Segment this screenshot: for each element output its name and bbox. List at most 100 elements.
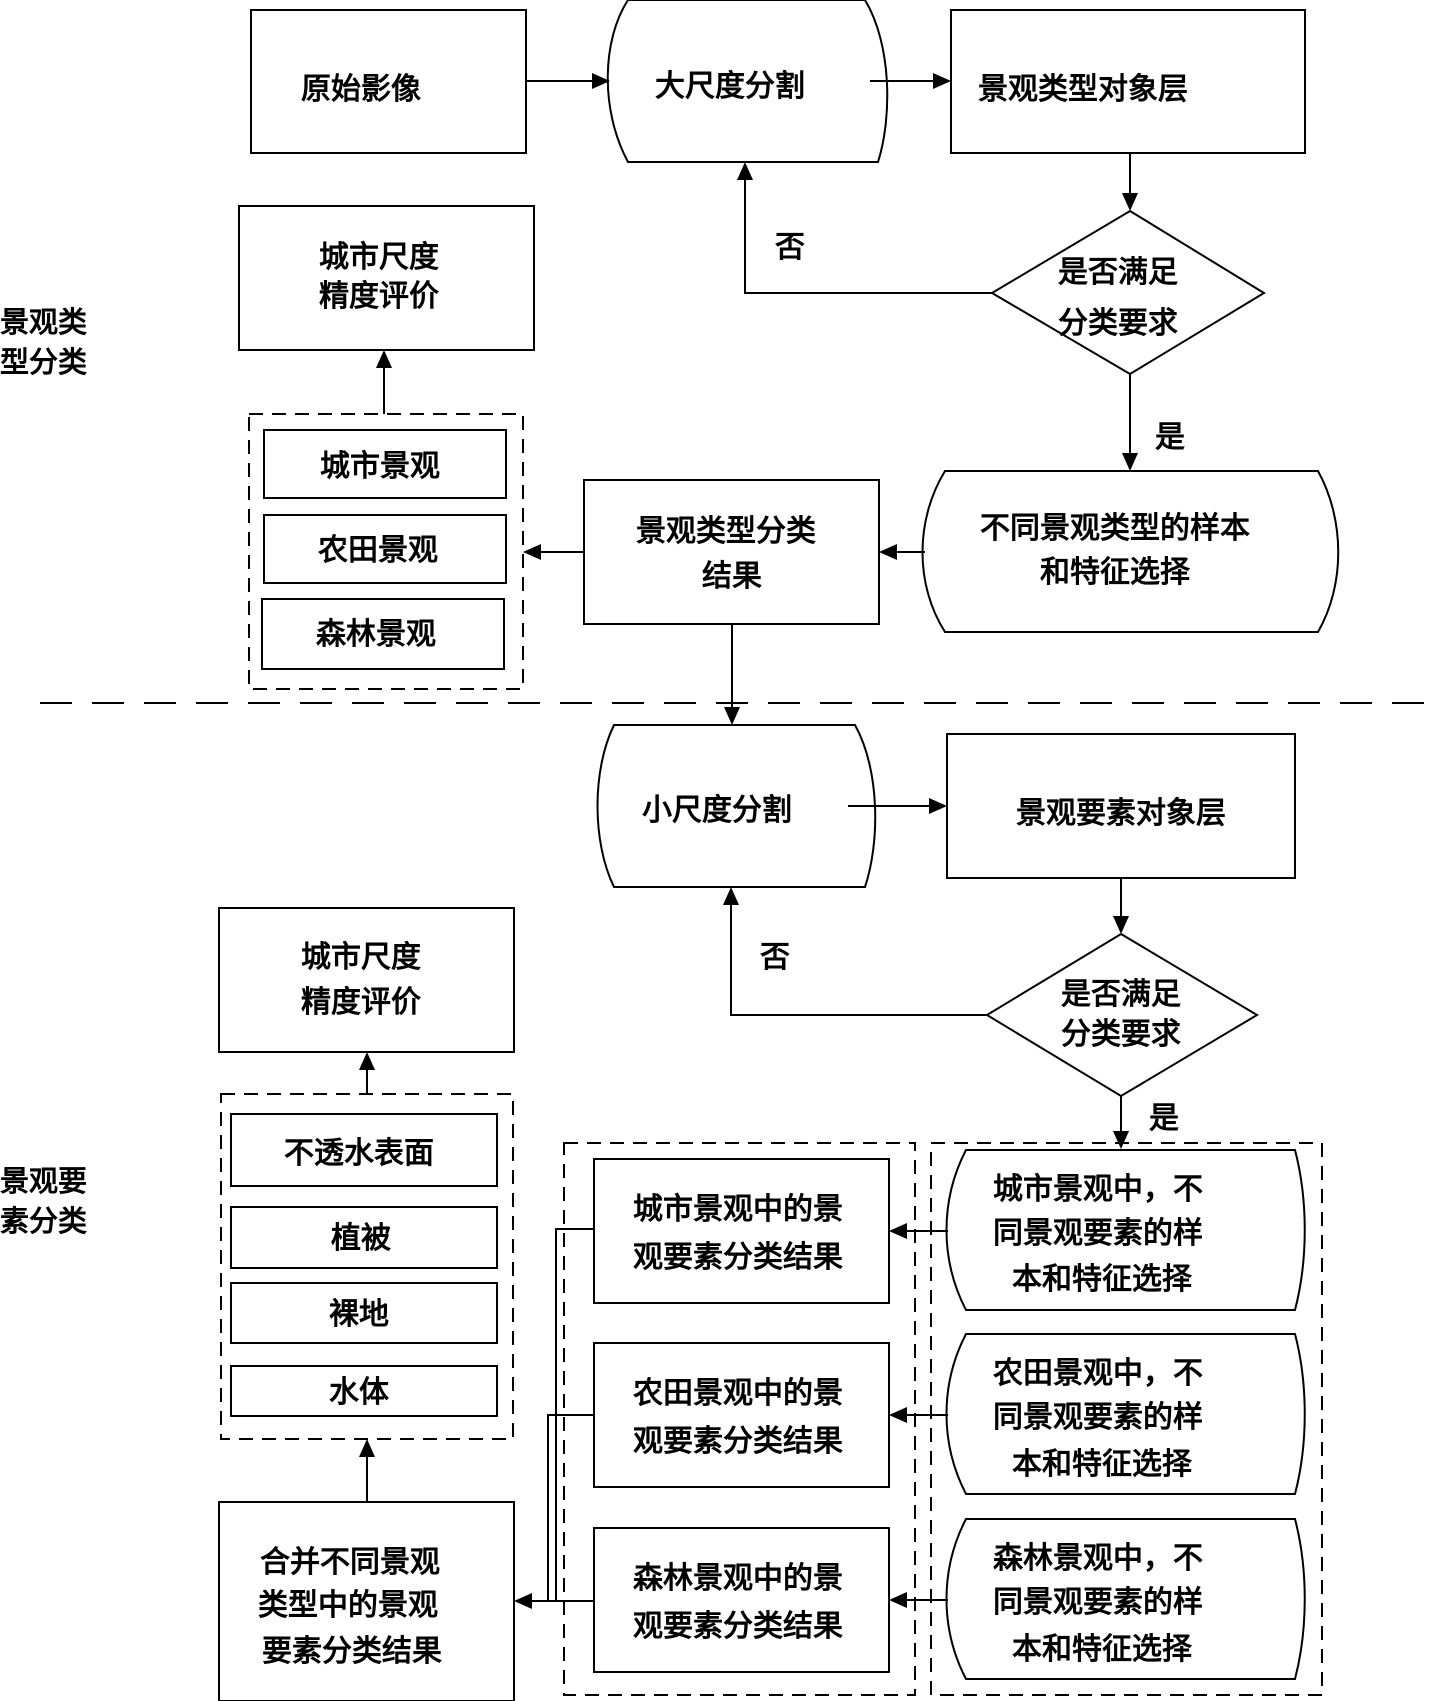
section1-label-line2: 型分类 — [0, 345, 87, 379]
conn-urban-result-to-merge — [555, 1228, 594, 1601]
type-samples-line2: 和特征选择 — [1040, 555, 1191, 590]
type-result-line1: 景观类型分类 — [636, 514, 816, 549]
element-samples-shape-urban — [945, 1149, 1306, 1311]
arrowhead — [1113, 916, 1129, 934]
element-result-box-urban — [593, 1158, 890, 1304]
original-image-box — [250, 9, 527, 154]
accuracy-eval2-line2: 精度评价 — [301, 985, 421, 1020]
element-samples-forest-line1: 森林景观中，不 — [993, 1541, 1203, 1576]
conn-decision2-no — [730, 905, 987, 1016]
element-vegetation: 植被 — [331, 1221, 391, 1256]
landscape-type-farmland: 农田景观 — [317, 533, 438, 568]
arrowhead — [1122, 453, 1138, 471]
arrowhead — [723, 887, 739, 905]
conn-farmland-result-to-merge — [547, 1414, 594, 1601]
element-box-impervious — [230, 1113, 498, 1187]
element-samples-farmland-line3: 本和特征选择 — [1012, 1447, 1193, 1482]
element-water: 水体 — [329, 1375, 390, 1410]
small-scale-segmentation-shape — [596, 724, 877, 888]
element-result-farmland-line1: 农田景观中的景 — [632, 1376, 843, 1411]
landscape-type-box-farmland — [263, 514, 507, 584]
accuracy-eval1-line1: 城市尺度 — [319, 240, 439, 275]
arrowhead — [359, 1439, 375, 1457]
element-result-urban-line2: 观要素分类结果 — [633, 1240, 843, 1275]
decision2-no-label: 否 — [760, 940, 790, 975]
arrowhead — [724, 707, 740, 725]
element-samples-urban-line2: 同景观要素的样 — [993, 1216, 1203, 1251]
element-impervious-surface: 不透水表面 — [284, 1136, 434, 1171]
element-samples-urban-line1: 城市景观中，不 — [993, 1172, 1203, 1207]
decision1-line2: 分类要求 — [1058, 306, 1178, 341]
landscape-element-object-layer-label: 景观要素对象层 — [1016, 796, 1226, 831]
section2-label-line1: 景观要 — [0, 1164, 87, 1198]
element-result-forest-line2: 观要素分类结果 — [633, 1609, 843, 1644]
landscape-type-forest: 森林景观 — [316, 617, 436, 652]
accuracy-eval2-box — [218, 907, 515, 1053]
type-result-box — [583, 479, 880, 625]
element-result-box-farmland — [593, 1342, 890, 1488]
accuracy-eval1-box — [238, 205, 535, 351]
element-samples-forest-line2: 同景观要素的样 — [993, 1585, 1203, 1620]
arrowhead — [1122, 193, 1138, 211]
decision2-diamond — [985, 932, 1259, 1098]
element-samples-group — [930, 1142, 1323, 1696]
element-bare-land: 裸地 — [329, 1297, 389, 1332]
landscape-element-object-layer-box — [946, 733, 1296, 879]
element-result-urban-line1: 城市景观中的景 — [633, 1192, 843, 1227]
element-samples-shape-forest — [945, 1518, 1306, 1680]
accuracy-eval2-line1: 城市尺度 — [301, 940, 421, 975]
merge-results-line3: 要素分类结果 — [262, 1634, 442, 1669]
small-scale-segmentation-label: 小尺度分割 — [642, 793, 792, 828]
arrowhead — [592, 73, 610, 89]
type-samples-shape — [921, 470, 1340, 633]
element-box-water — [230, 1365, 498, 1417]
decision1-yes-label: 是 — [1155, 420, 1185, 455]
landscape-type-urban: 城市景观 — [320, 449, 440, 484]
element-box-bare-land — [230, 1282, 498, 1344]
arrowhead — [1113, 1131, 1129, 1149]
landscape-type-object-layer-label: 景观类型对象层 — [978, 72, 1188, 107]
landscape-type-box-urban — [263, 429, 507, 499]
element-samples-farmland-line2: 同景观要素的样 — [993, 1400, 1203, 1435]
section2-label-line2: 素分类 — [0, 1204, 87, 1238]
element-results-group — [563, 1142, 916, 1696]
merge-results-line1: 合并不同景观 — [260, 1545, 440, 1580]
landscape-type-box-forest — [261, 598, 505, 670]
element-result-farmland-line2: 观要素分类结果 — [633, 1424, 843, 1459]
element-samples-forest-line3: 本和特征选择 — [1012, 1632, 1193, 1667]
arrowhead — [929, 798, 947, 814]
arrowhead — [879, 544, 897, 560]
large-scale-segmentation-label: 大尺度分割 — [655, 69, 805, 104]
decision2-line1: 是否满足 — [1061, 977, 1181, 1012]
arrowhead — [889, 1223, 907, 1239]
element-box-vegetation — [230, 1206, 498, 1269]
conn-decision1-no — [744, 180, 992, 294]
landscape-type-object-layer-box — [950, 9, 1306, 154]
arrowhead — [359, 1052, 375, 1070]
element-samples-urban-line3: 本和特征选择 — [1012, 1262, 1193, 1297]
decision1-no-label: 否 — [775, 230, 805, 265]
arrowhead — [737, 162, 753, 180]
arrowhead — [933, 73, 951, 89]
decision1-line1: 是否满足 — [1058, 255, 1178, 290]
large-scale-segmentation-shape — [606, 0, 889, 163]
decision2-line2: 分类要求 — [1061, 1017, 1181, 1052]
accuracy-eval1-line2: 精度评价 — [319, 279, 439, 314]
arrowhead — [376, 350, 392, 368]
arrowhead — [889, 1407, 907, 1423]
decision2-yes-label: 是 — [1149, 1101, 1179, 1136]
arrowhead — [523, 544, 541, 560]
type-result-line2: 结果 — [702, 559, 762, 594]
element-samples-farmland-line1: 农田景观中，不 — [992, 1356, 1203, 1391]
element-samples-shape-farmland — [945, 1333, 1306, 1495]
original-image-label: 原始影像 — [301, 72, 421, 107]
arrowhead — [889, 1592, 907, 1608]
section1-label-line1: 景观类 — [0, 305, 87, 339]
element-result-box-forest — [593, 1527, 890, 1673]
type-samples-line1: 不同景观类型的样本 — [980, 511, 1250, 546]
decision1-diamond — [990, 209, 1266, 376]
arrowhead — [514, 1593, 532, 1609]
merge-results-line2: 类型中的景观 — [258, 1588, 438, 1623]
element-result-forest-line1: 森林景观中的景 — [633, 1561, 843, 1596]
